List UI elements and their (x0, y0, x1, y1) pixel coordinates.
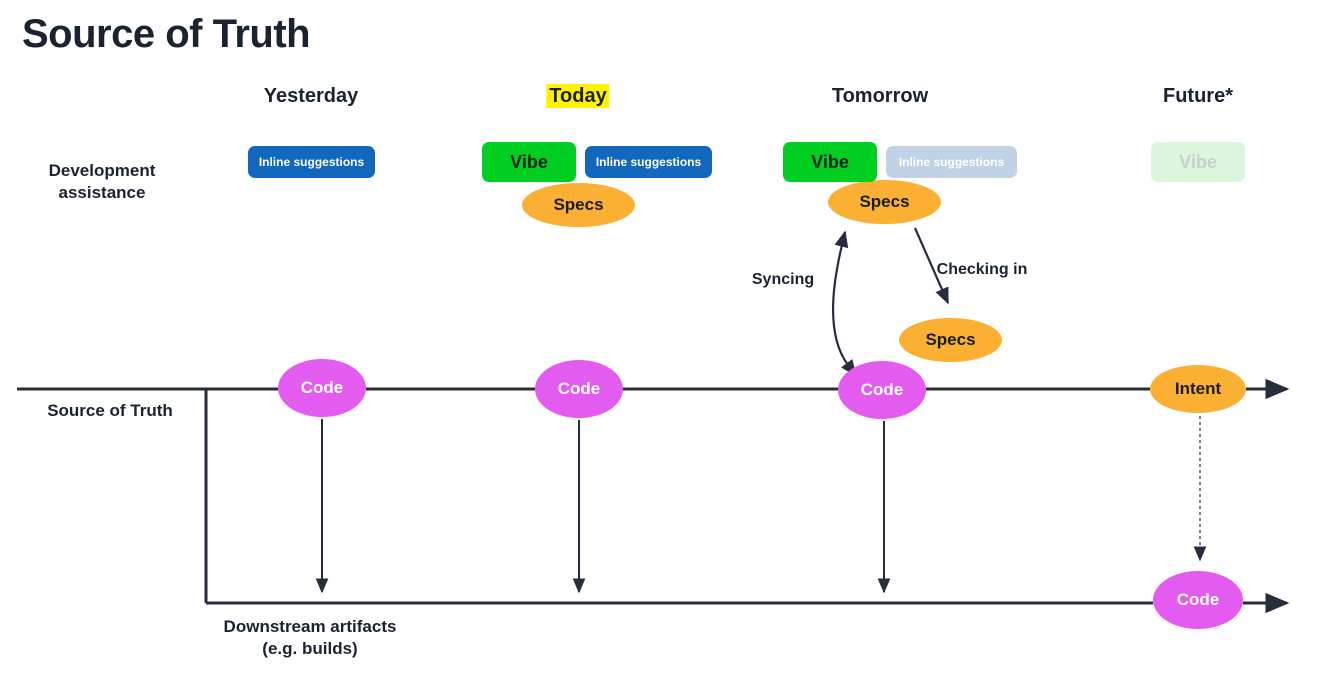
node-future-vibe[interactable]: Vibe (1151, 142, 1245, 182)
column-header-yesterday: Yesterday (264, 85, 359, 108)
syncing-arrow (832, 230, 857, 377)
node-tomorrow-inline-suggestions[interactable]: Inline suggestions (886, 146, 1017, 178)
edge-label-syncing: Syncing (751, 271, 815, 288)
column-header-future: Future* (1163, 85, 1233, 108)
column-header-future-label: Future* (1163, 85, 1233, 107)
row-label-development-assistance-line1: Development (48, 161, 156, 180)
node-future-code[interactable]: Code (1153, 571, 1243, 629)
column-header-today-label: Today (546, 84, 610, 108)
node-tomorrow-code[interactable]: Code (838, 361, 926, 419)
page-title: Source of Truth (22, 12, 311, 56)
row-label-source-of-truth: Source of Truth (47, 400, 173, 422)
node-tomorrow-specs-checked-in[interactable]: Specs (899, 318, 1002, 362)
node-yesterday-code[interactable]: Code (278, 359, 366, 417)
row-label-source-of-truth-line1: Source of Truth (47, 401, 173, 420)
row-label-development-assistance: Development assistance (49, 160, 156, 204)
row-label-development-assistance-line2: assistance (58, 182, 146, 202)
row-label-downstream-artifacts-line2: (e.g. builds) (262, 638, 358, 658)
column-header-yesterday-label: Yesterday (263, 85, 359, 107)
node-today-vibe[interactable]: Vibe (482, 142, 576, 182)
column-header-tomorrow: Tomorrow (832, 85, 928, 108)
node-today-inline-suggestions[interactable]: Inline suggestions (585, 146, 712, 178)
node-yesterday-inline-suggestions[interactable]: Inline suggestions (248, 146, 375, 178)
edge-label-checking-in: Checking in (936, 261, 1028, 278)
column-header-today: Today (546, 84, 610, 108)
row-label-downstream-artifacts: Downstream artifacts (e.g. builds) (224, 616, 397, 660)
column-header-tomorrow-label: Tomorrow (831, 85, 929, 107)
node-tomorrow-vibe[interactable]: Vibe (783, 142, 877, 182)
node-today-code[interactable]: Code (535, 360, 623, 418)
node-future-intent[interactable]: Intent (1150, 365, 1246, 413)
node-today-specs[interactable]: Specs (522, 183, 635, 227)
row-label-downstream-artifacts-line1: Downstream artifacts (223, 617, 397, 636)
node-tomorrow-specs-top[interactable]: Specs (828, 180, 941, 224)
